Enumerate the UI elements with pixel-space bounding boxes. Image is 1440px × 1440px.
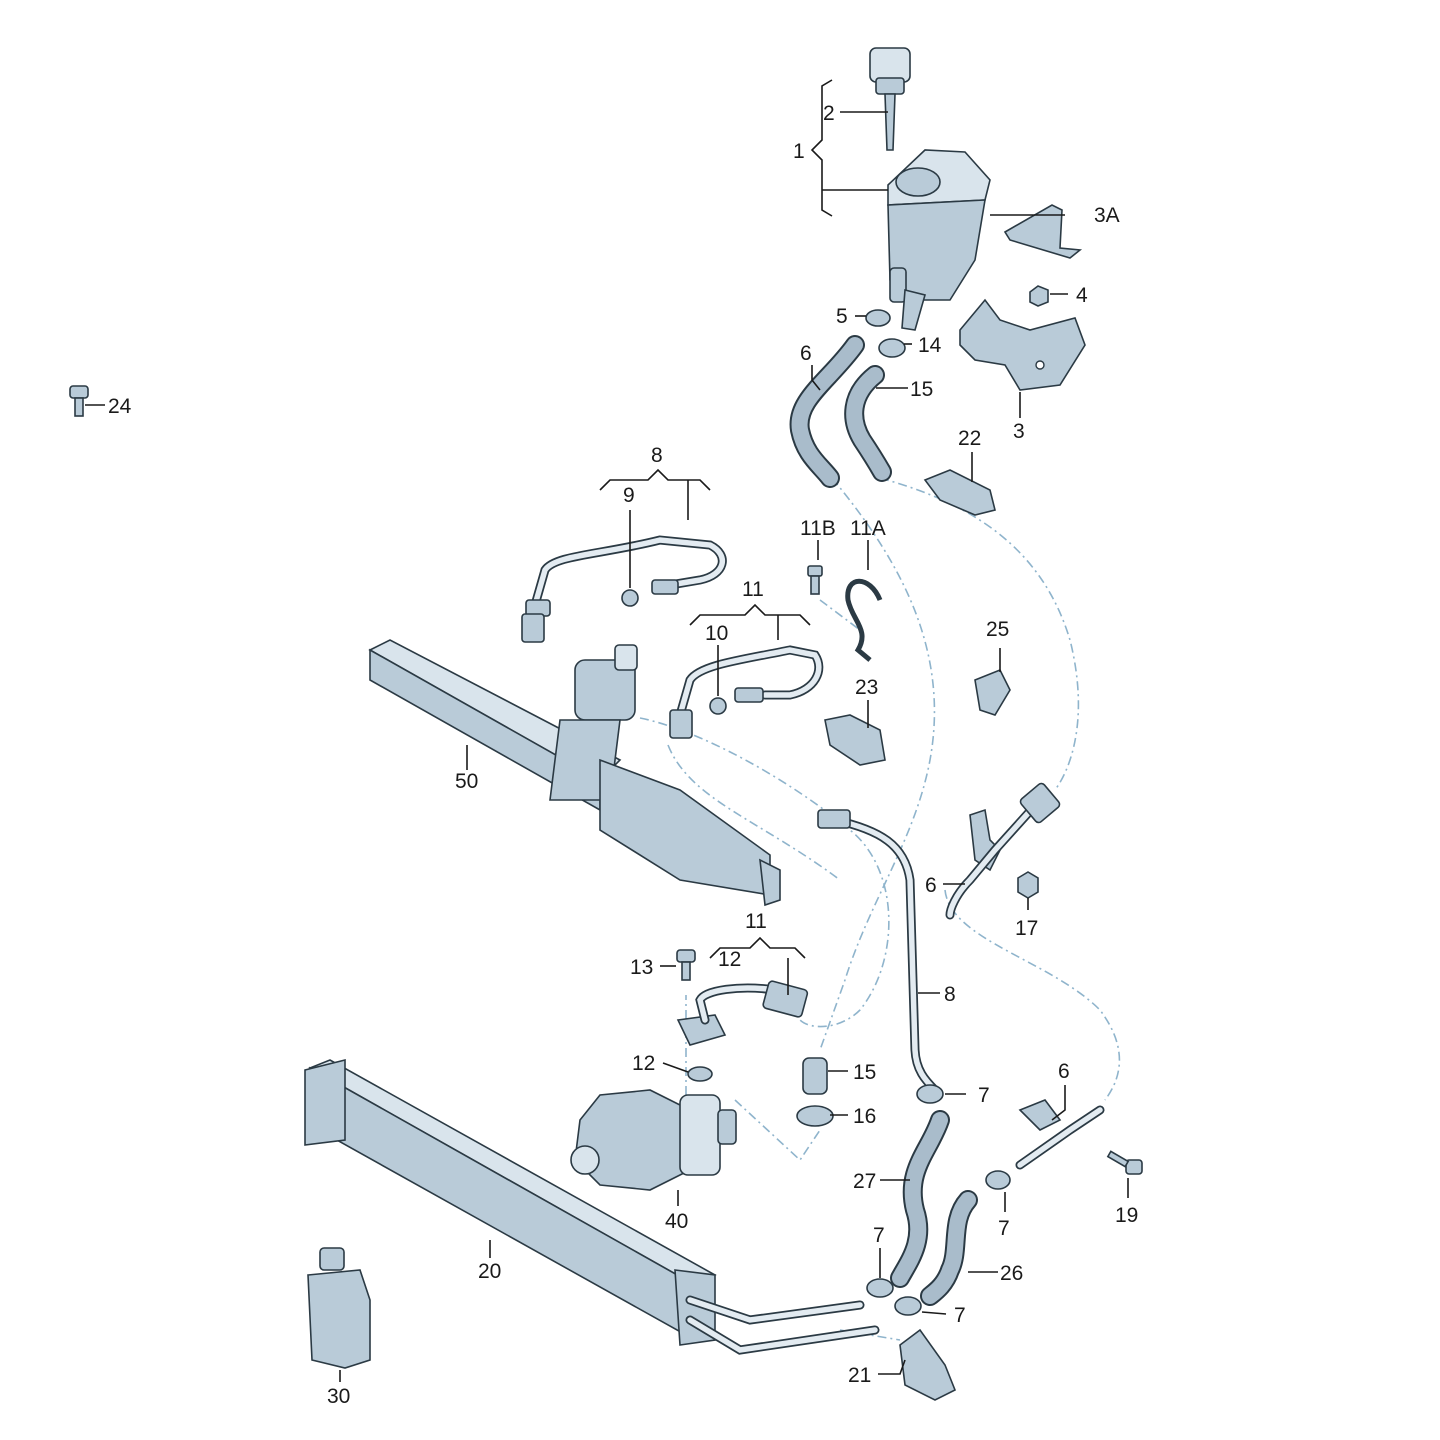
callout-15-upper: 15 — [910, 378, 933, 401]
callout-labels: 1 2 3A 4 5 14 6 15 3 24 22 8 9 11B 11A 1… — [108, 102, 1138, 1408]
callout-12-upper: 12 — [718, 948, 741, 971]
callout-10: 10 — [705, 622, 728, 645]
clamp-16 — [796, 1105, 834, 1127]
callout-40: 40 — [665, 1210, 688, 1233]
callout-7-a: 7 — [978, 1084, 990, 1107]
callout-24: 24 — [108, 395, 132, 418]
seal-ring-9 — [621, 589, 639, 607]
nut-4 — [1029, 285, 1049, 307]
callout-1: 1 — [793, 140, 805, 163]
power-steering-pump-40 — [570, 1089, 737, 1191]
callout-6-middle: 6 — [925, 874, 937, 897]
clamp-7-b — [985, 1170, 1011, 1190]
hook-11A — [845, 578, 883, 662]
callout-15-lower: 15 — [853, 1061, 876, 1084]
clip-22 — [923, 469, 996, 516]
clamp-7-a — [916, 1084, 944, 1104]
hose-6-bracket-lower — [1015, 1099, 1105, 1170]
callout-30: 30 — [327, 1385, 350, 1408]
pipe-11-middle — [669, 645, 824, 739]
callout-12-lower: 12 — [632, 1052, 655, 1075]
callout-11-lower: 11 — [745, 910, 767, 933]
routing-dashed-lines — [639, 477, 1121, 1341]
seal-ring-10 — [709, 697, 727, 715]
seal-ring-12 — [687, 1066, 713, 1082]
callout-6-lower: 6 — [1058, 1060, 1070, 1083]
bolt-11B — [807, 565, 823, 595]
callout-11-middle: 11 — [742, 578, 764, 601]
callout-17: 17 — [1015, 917, 1038, 940]
callout-9: 9 — [623, 484, 635, 507]
callout-6-upper: 6 — [800, 342, 812, 365]
callout-8-lower: 8 — [944, 983, 956, 1006]
bracket-3 — [959, 298, 1086, 391]
callout-11B: 11B — [800, 517, 836, 540]
clamp-14 — [878, 338, 906, 358]
hose-27 — [890, 1110, 950, 1288]
callout-20: 20 — [478, 1260, 501, 1283]
callout-22: 22 — [958, 427, 981, 450]
callout-14: 14 — [918, 334, 942, 357]
callout-19: 19 — [1115, 1204, 1138, 1227]
callout-16: 16 — [853, 1105, 876, 1128]
clamp-7-c — [866, 1278, 894, 1298]
hose-6-bracket-middle — [945, 782, 1061, 920]
callout-3A: 3A — [1094, 204, 1120, 227]
clip-21 — [899, 1328, 957, 1401]
callout-27: 27 — [853, 1170, 876, 1193]
callout-8-upper: 8 — [651, 444, 663, 467]
callout-23: 23 — [855, 676, 878, 699]
pressure-pipe-8-long — [817, 809, 940, 1095]
hose-26 — [920, 1190, 978, 1306]
leader-lines — [85, 79, 1129, 1382]
clamp-7-d — [894, 1296, 922, 1316]
hose-15-upper — [844, 365, 892, 482]
reservoir-cap — [869, 47, 911, 151]
bolt-19 — [1106, 1150, 1143, 1175]
callout-25: 25 — [986, 618, 1009, 641]
fluid-bottle-30 — [307, 1247, 371, 1369]
nut-17 — [1017, 871, 1039, 899]
callout-26: 26 — [1000, 1262, 1023, 1285]
callout-50: 50 — [455, 770, 478, 793]
callout-2: 2 — [823, 102, 835, 125]
callout-3: 3 — [1013, 420, 1025, 443]
hose-6-upper — [789, 335, 865, 488]
hose-piece-15-lower — [802, 1057, 828, 1095]
callout-7-b: 7 — [998, 1217, 1010, 1240]
callout-11A: 11A — [850, 517, 886, 540]
bolt-13 — [676, 949, 696, 981]
callout-7-d: 7 — [954, 1304, 966, 1327]
clip-23 — [824, 714, 886, 766]
steering-rack-50 — [368, 639, 781, 907]
fluid-reservoir — [887, 149, 991, 331]
callout-21: 21 — [848, 1364, 871, 1387]
callout-7-c: 7 — [873, 1224, 885, 1247]
callout-4: 4 — [1076, 284, 1088, 307]
pressure-pipe-8-upper — [521, 535, 727, 643]
cooler-20 — [304, 1058, 880, 1355]
suction-pipe-11-lower — [676, 980, 809, 1046]
callout-5: 5 — [836, 305, 848, 328]
callout-13: 13 — [630, 956, 653, 979]
clip-25 — [974, 668, 1011, 716]
clamp-5 — [865, 309, 891, 327]
bracket-3A — [1003, 204, 1083, 259]
bolt-24 — [69, 385, 89, 417]
